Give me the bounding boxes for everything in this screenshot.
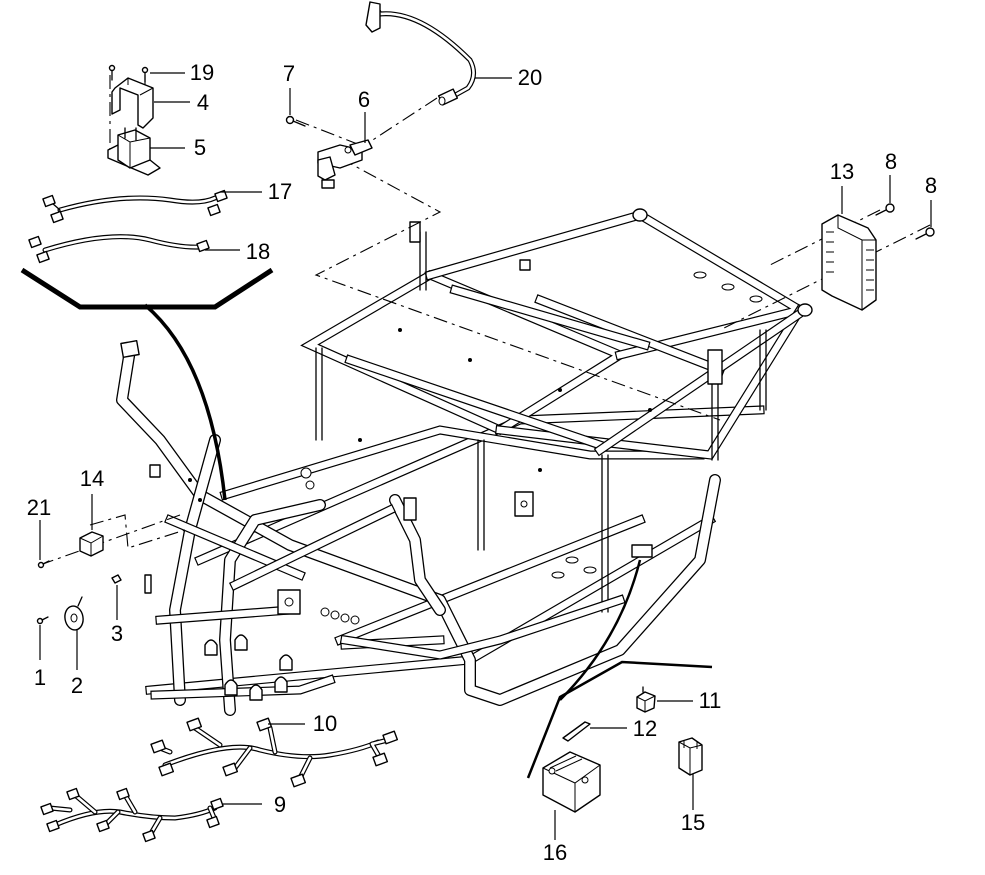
callout-8a: 8 [884, 149, 898, 174]
callout-9: 9 [273, 792, 287, 817]
part-9-harness [40, 787, 224, 843]
part-4-relay-cover [111, 77, 154, 129]
callout-1: 1 [33, 665, 47, 690]
callout-21: 21 [26, 495, 52, 520]
part-12-battery-strap [562, 721, 591, 742]
callout-7: 7 [282, 61, 296, 86]
part-6-sensor [317, 139, 373, 189]
callout-8b: 8 [924, 173, 938, 198]
callout-16: 16 [542, 840, 568, 865]
part-5-starter-relay [107, 127, 161, 176]
callout-18: 18 [245, 239, 271, 264]
vehicle-frame [116, 208, 813, 716]
part-10-main-harness [150, 717, 399, 788]
callout-11: 11 [698, 688, 722, 713]
detail-bracket-lower [526, 559, 713, 779]
part-20-sensor-cable [365, 1, 476, 106]
part-21-screw [37, 560, 50, 569]
part-11-connector [636, 686, 656, 713]
callout-2: 2 [70, 673, 84, 698]
callout-13: 15 [680, 810, 706, 835]
callout-3: 3 [110, 621, 124, 646]
part-7-bolt [285, 115, 306, 127]
callout-10: 10 [312, 711, 338, 736]
part-18-lead-wire [28, 234, 210, 264]
detail-bracket-upper [20, 267, 274, 501]
part-15-relay [79, 531, 104, 557]
callout-20: 20 [517, 65, 543, 90]
callout-17: 17 [267, 179, 293, 204]
callout-5: 5 [193, 135, 207, 160]
part-17-lead-wire [42, 189, 228, 224]
part-3-nut [111, 574, 122, 584]
callout-4: 4 [196, 90, 210, 115]
callout-6: 6 [357, 87, 371, 112]
callout-19: 19 [189, 60, 215, 85]
part-2-horn [64, 596, 84, 631]
part-1-screw [36, 616, 49, 625]
part-16-battery [542, 751, 601, 813]
callout-14: 13 [829, 159, 855, 184]
callout-12: 12 [632, 716, 658, 741]
callout-15: 14 [79, 466, 105, 491]
part-8-bolts [875, 203, 935, 240]
part-19-screws [108, 64, 149, 83]
callout-leaders [39, 72, 932, 840]
part-13-fuse-box [678, 737, 703, 776]
part-14-regulator [821, 214, 877, 311]
